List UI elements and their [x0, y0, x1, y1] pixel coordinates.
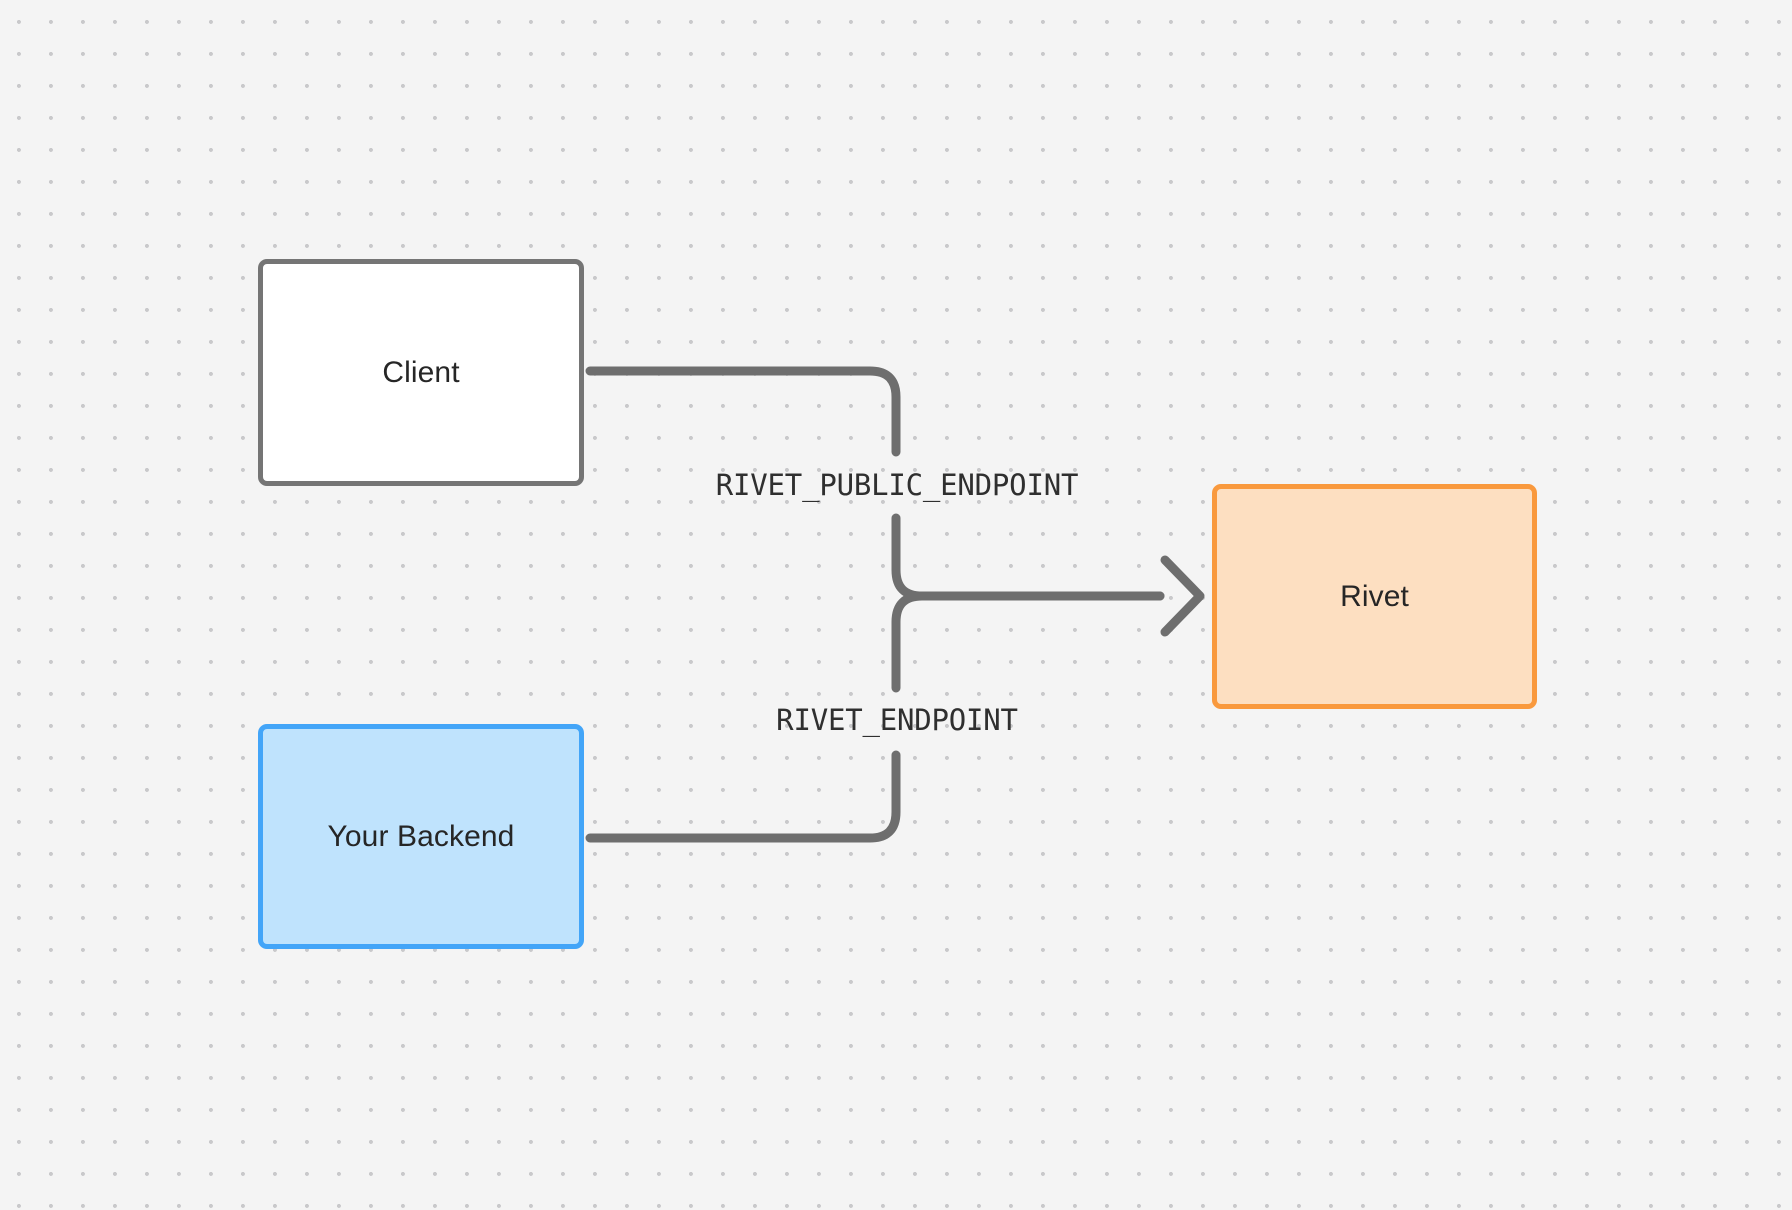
- edge-label-rivet-public-endpoint: RIVET_PUBLIC_ENDPOINT: [715, 468, 1079, 502]
- node-your-backend-label: Your Backend: [327, 819, 515, 853]
- edge-path-client-to-rivet-lower: [891, 513, 1165, 601]
- node-client[interactable]: Client: [258, 259, 584, 486]
- edge-arrowhead-icon: [1160, 555, 1205, 637]
- edge-path-backend-to-rivet-lower: [585, 750, 901, 843]
- edge-path-client-to-rivet-upper: [585, 366, 901, 457]
- edge-label-rivet-endpoint: RIVET_ENDPOINT: [776, 703, 1018, 737]
- node-your-backend[interactable]: Your Backend: [258, 724, 584, 949]
- edge-path-backend-to-rivet-upper: [891, 591, 1165, 693]
- node-client-label: Client: [382, 355, 460, 389]
- node-rivet[interactable]: Rivet: [1212, 484, 1537, 709]
- node-rivet-label: Rivet: [1340, 579, 1409, 613]
